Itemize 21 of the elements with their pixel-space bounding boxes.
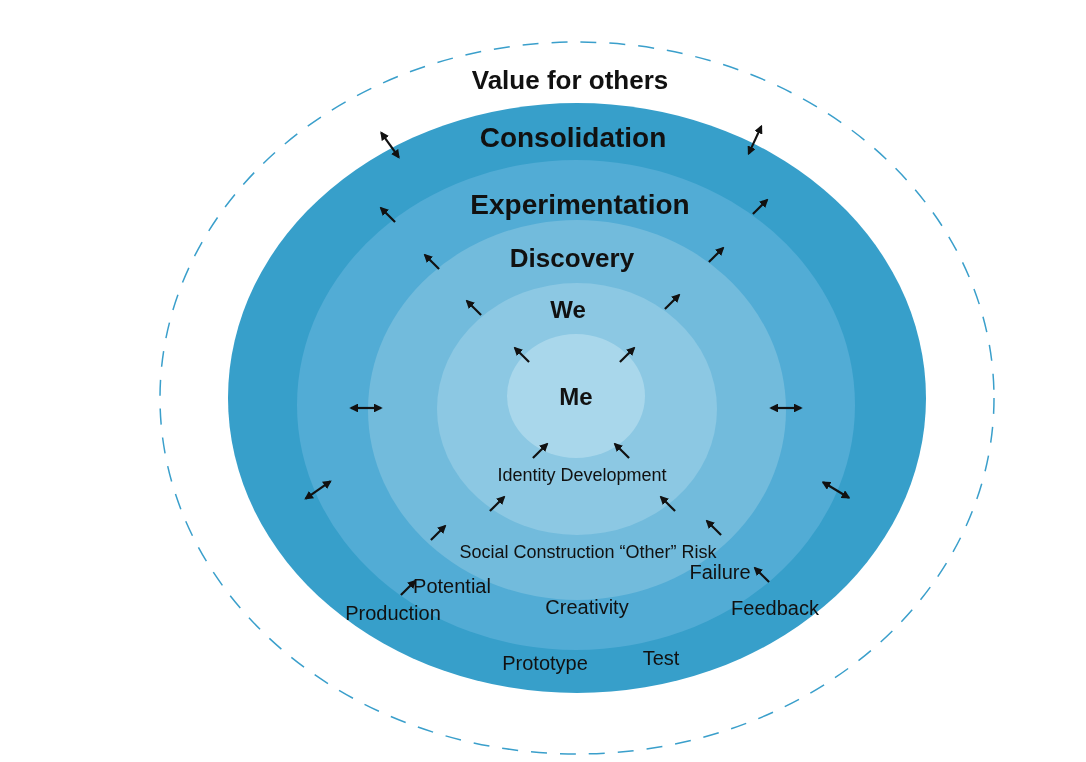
ring-title: Me [559,383,593,411]
ring-title: Value for others [471,65,669,95]
ring-label: Potential [413,575,491,597]
ring-band [228,103,926,693]
ring-band [437,283,717,535]
ring-band [507,334,645,458]
ring-label: Social Construction “Other” Risk [459,543,717,563]
ring-title: Discovery [509,243,635,273]
ring-label: Production [345,602,441,624]
ring-title: We [550,296,586,324]
dashed-ellipse [159,41,995,755]
ring-label: Prototype [502,652,588,674]
ring-label: Failure [689,561,751,583]
ring-label: Identity Development [497,466,667,486]
ring-title: Consolidation [479,122,667,154]
ring-band [368,220,786,600]
ring-label: Test [642,647,680,669]
ring-title: Experimentation [470,189,690,221]
ring-label: Feedback [731,597,819,619]
ring-label: Creativity [545,596,629,618]
ring-band [297,160,855,650]
